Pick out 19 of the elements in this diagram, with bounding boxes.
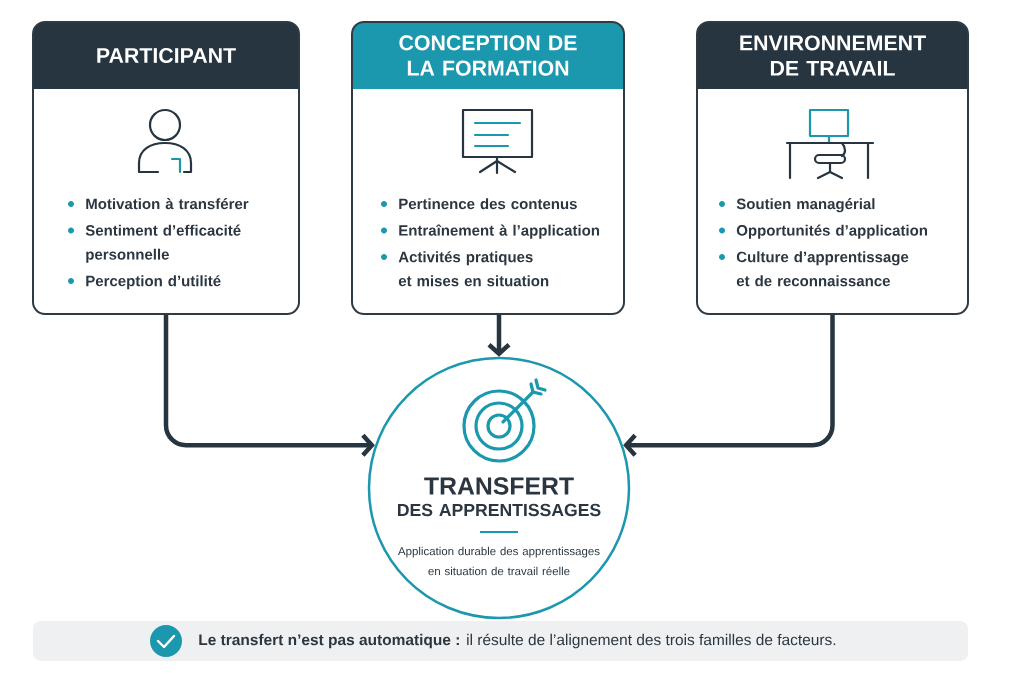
bullet-text: Sentiment d’efficacité personnelle <box>85 224 241 263</box>
circle-heading: TRANSFERT <box>424 477 574 495</box>
bullet-text: Soutien managérial <box>736 198 875 213</box>
bullet-text: Entraînement à l’application <box>399 224 600 239</box>
card-heading: CONCEPTION DE LA FORMATION <box>399 35 577 76</box>
bullet-text: Culture d’apprentissage et de reconnaissance <box>736 251 909 287</box>
bullet-text: Opportunités d’application <box>736 224 928 239</box>
card-heading: ENVIRONNEMENT DE TRAVAIL <box>740 35 926 76</box>
card-heading: PARTICIPANT <box>97 47 236 64</box>
arrow <box>487 315 511 357</box>
bullet-text: Pertinence des contenus <box>399 198 577 210</box>
note-text: Le transfert n’est pas automatique : il résulte de l’alignement des trois familles de facteurs. <box>199 633 836 649</box>
arrow <box>623 315 835 457</box>
bullet-text: Perception d’utilité <box>86 275 221 290</box>
circle-caption: Application durable des apprentissages en situation de travail réelle <box>398 546 600 576</box>
bullet-text: Activités pratiques et mises en situation <box>398 251 549 287</box>
bullet-text: Motivation à transférer <box>86 198 249 210</box>
circle-subheading: DES APPRENTISSAGES <box>398 503 601 517</box>
arrow <box>163 315 375 457</box>
